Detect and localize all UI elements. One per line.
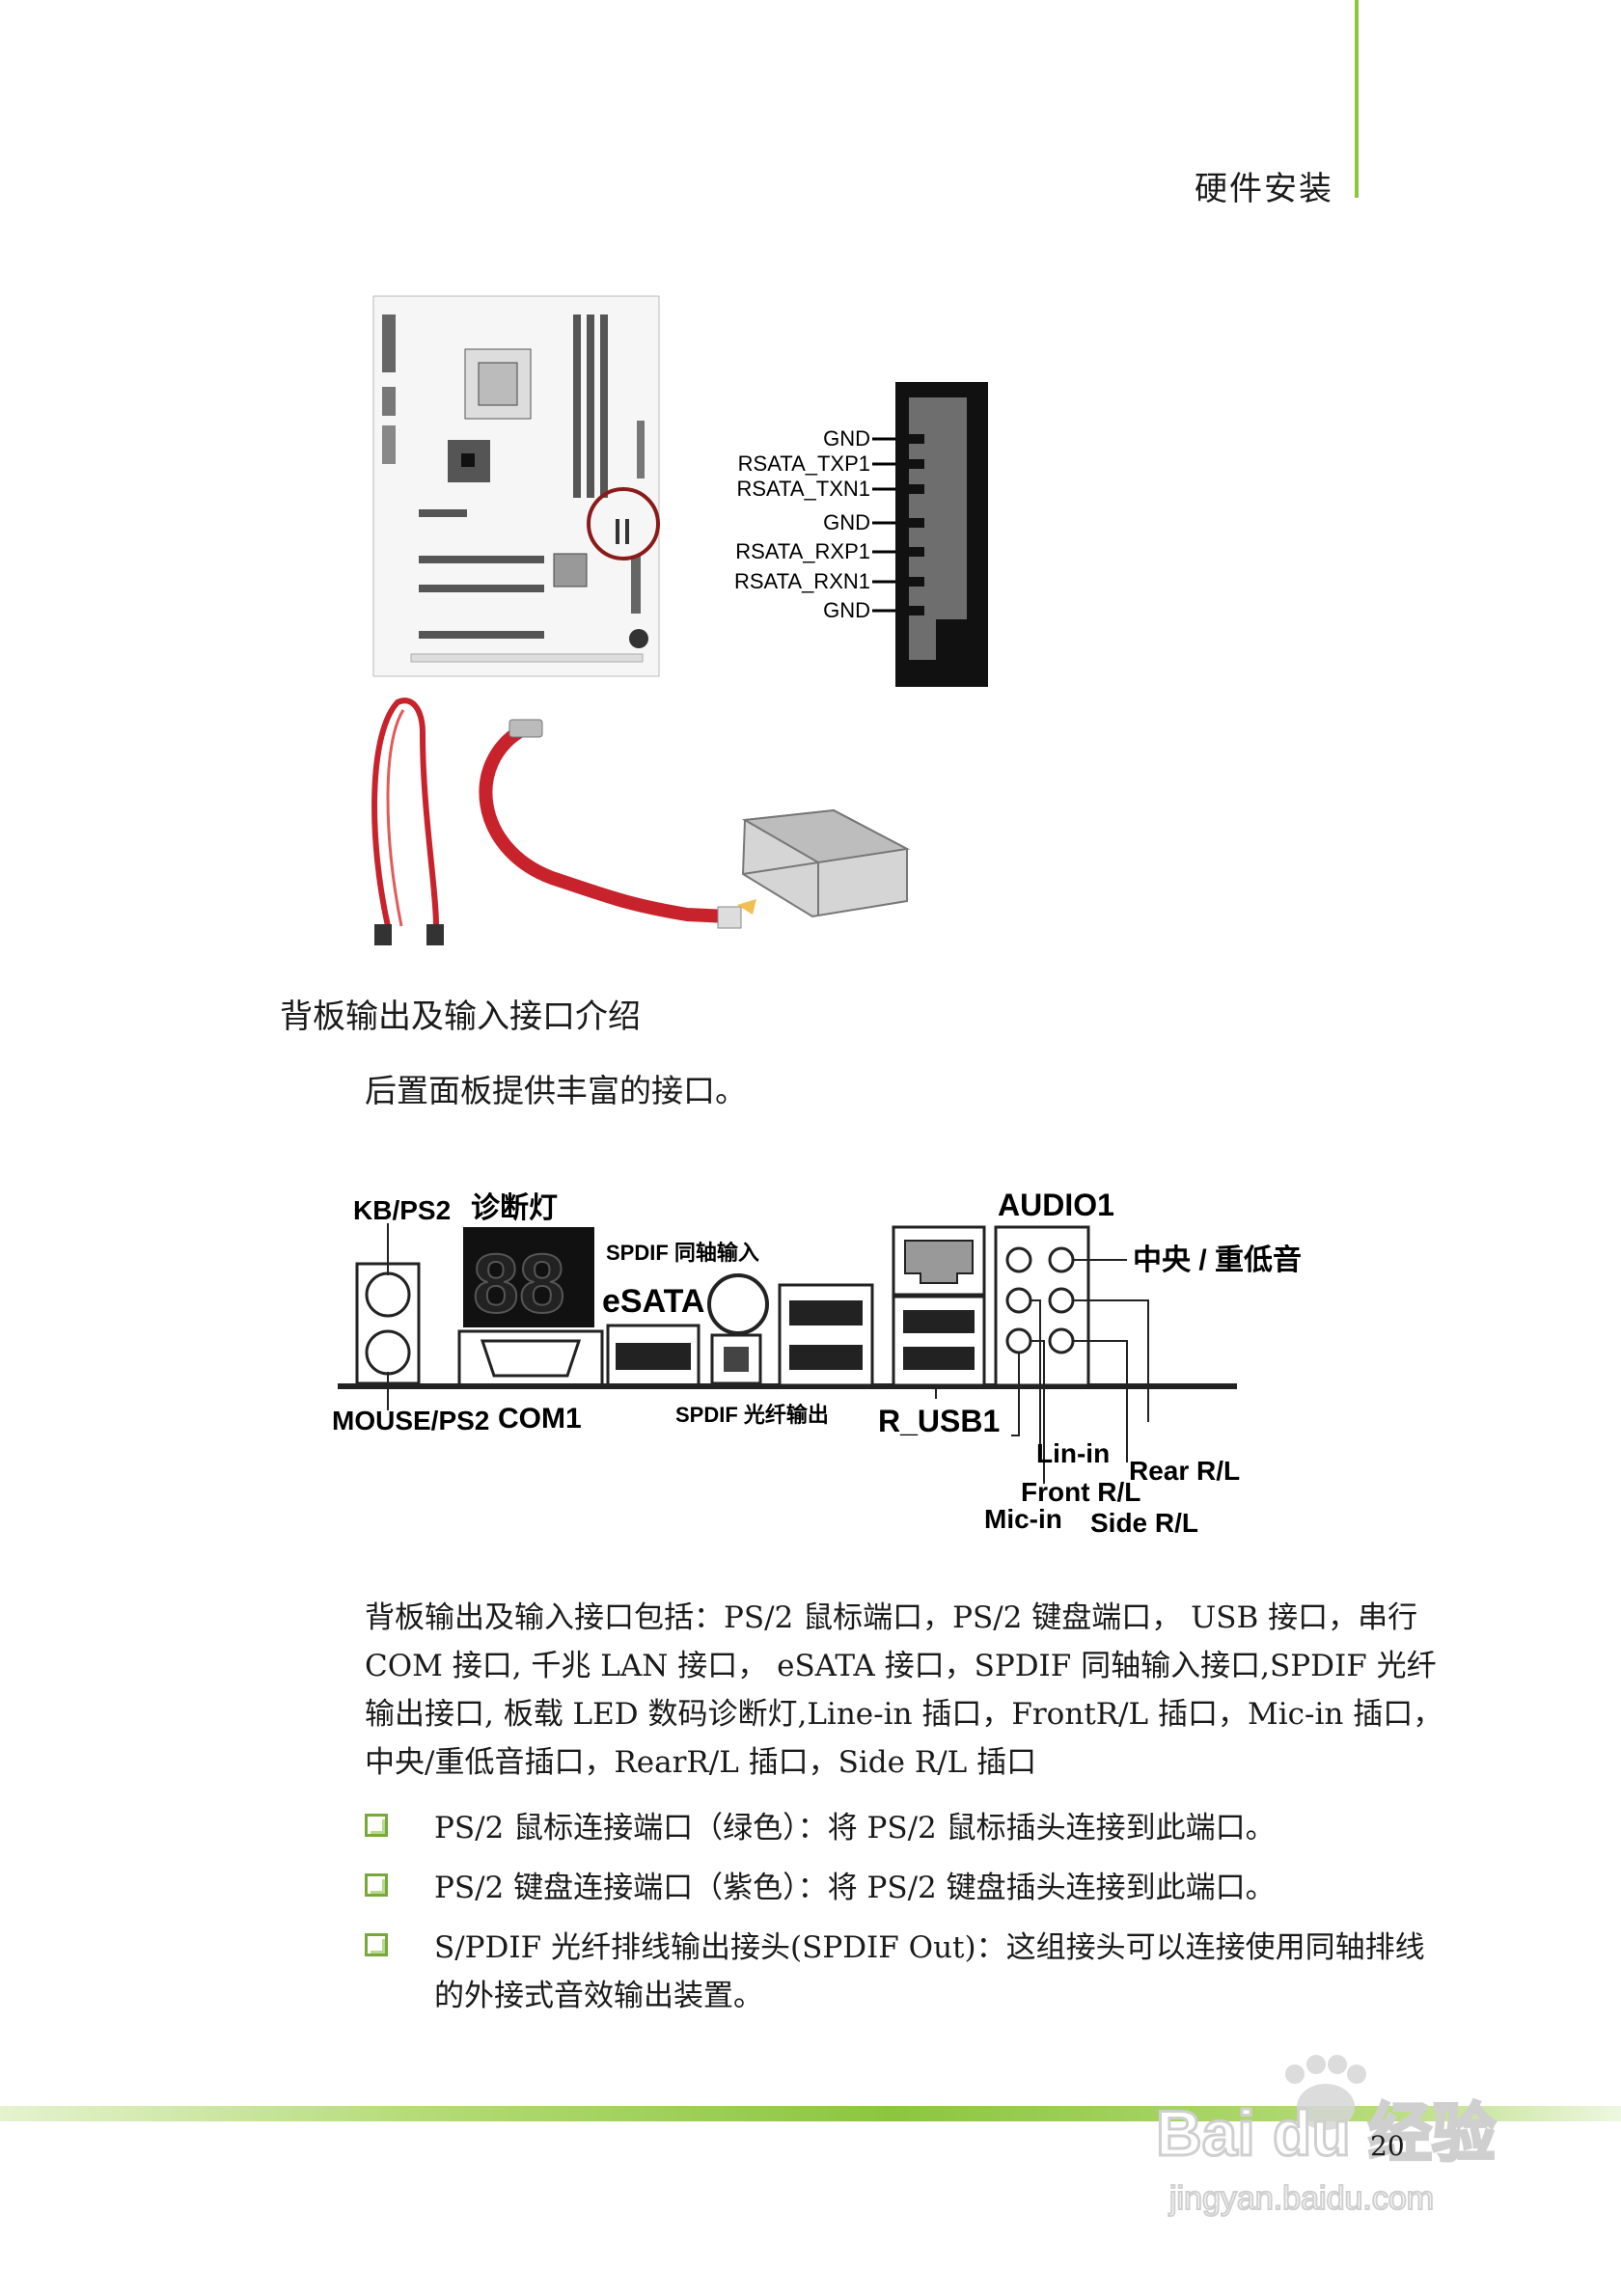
feature-bullet-list: PS/2 鼠标连接端口（绿色）：将 PS/2 鼠标插头连接到此端口。 PS/2 … <box>365 1804 1445 2032</box>
usb-port-stack <box>778 1283 874 1387</box>
section-heading: 背板输出及输入接口介绍 <box>280 998 641 1036</box>
sata-pin-label: RSATA_RXN1 <box>734 569 870 593</box>
line-in-label: Lin-in <box>1036 1438 1110 1468</box>
diag-led-display <box>463 1227 594 1327</box>
mic-in-label: Mic-in <box>984 1504 1062 1534</box>
baidu-jingyan-watermark: Bai du 经验 jingyan.baidu.com <box>1155 2055 1497 2218</box>
page-number: 20 <box>1370 2130 1405 2162</box>
audio-jack <box>1048 1327 1075 1354</box>
sata-cable-photo <box>371 697 911 945</box>
watermark-url: jingyan.baidu.com <box>1168 2180 1434 2217</box>
header-accent-line <box>1355 0 1359 198</box>
com1-port <box>457 1329 604 1387</box>
mouse-ps2-port <box>365 1329 411 1376</box>
com1-label: COM1 <box>498 1403 582 1435</box>
sata-pin-label: GND <box>823 426 870 451</box>
spdif-optical-label: SPDIF 光纤输出 <box>675 1403 829 1427</box>
front-rl-label: Front R/L <box>1021 1477 1140 1507</box>
sata-highlight-circle <box>587 487 660 560</box>
sata-pin-label: GND <box>823 510 870 534</box>
esata-label: eSATA <box>602 1283 704 1320</box>
sata-pinout-diagram: GND RSATA_TXP1 RSATA_TXN1 GND RSATA_RXP1… <box>734 382 988 687</box>
audio1-label: AUDIO1 <box>998 1188 1114 1222</box>
diag-led-label: 诊断灯 <box>471 1192 558 1224</box>
watermark-brand: Bai du 经验 <box>1156 2097 1496 2169</box>
motherboard-image <box>372 295 660 677</box>
audio-jack <box>1048 1246 1075 1273</box>
keyboard-ps2-port <box>365 1271 411 1318</box>
rear-io-panel-diagram: KB/PS2 MOUSE/PS2 诊断灯 88 COM1 SPDIF 同轴输入 … <box>332 1188 1302 1536</box>
side-rl-label: Side R/L <box>1090 1508 1198 1536</box>
sata-pin-label: RSATA_TXP1 <box>738 451 870 476</box>
list-item: PS/2 键盘连接端口（紫色）：将 PS/2 键盘插头连接到此端口。 <box>365 1864 1445 1912</box>
mouse-ps2-label: MOUSE/PS2 <box>332 1406 489 1435</box>
diag-led-digits: 88 <box>473 1238 565 1330</box>
esata-port-frame <box>606 1324 701 1387</box>
audio-jack <box>1048 1287 1075 1314</box>
sata-pin-label: RSATA_TXN1 <box>736 477 870 501</box>
kb-ps2-label: KB/PS2 <box>353 1195 451 1225</box>
page-header-title: 硬件安装 <box>1195 170 1333 208</box>
r-usb1-label: R_USB1 <box>878 1404 1000 1438</box>
list-item: S/PDIF 光纤排线输出接头(SPDIF Out)：这组接头可以连接使用同轴排… <box>365 1924 1445 2020</box>
footer-gradient-bar <box>0 2106 1621 2121</box>
audio-jack <box>1005 1246 1032 1273</box>
audio-jack <box>1005 1327 1032 1354</box>
list-item: PS/2 鼠标连接端口（绿色）：将 PS/2 鼠标插头连接到此端口。 <box>365 1804 1445 1852</box>
io-description-paragraph: 背板输出及输入接口包括：PS/2 鼠标端口，PS/2 键盘端口， USB 接口，… <box>365 1600 1443 1780</box>
audio-jack <box>1005 1287 1032 1314</box>
checkbox-bullet-icon <box>365 1873 388 1897</box>
spdif-coax-port <box>707 1273 769 1335</box>
sata-pin-label: RSATA_RXP1 <box>735 539 870 563</box>
checkbox-bullet-icon <box>365 1814 388 1837</box>
sata-pin-label: GND <box>823 598 870 622</box>
rear-rl-label: Rear R/L <box>1129 1456 1240 1486</box>
spdif-coax-label: SPDIF 同轴输入 <box>606 1241 759 1265</box>
checkbox-bullet-icon <box>365 1933 388 1956</box>
intro-paragraph: 后置面板提供丰富的接口。 <box>365 1072 747 1109</box>
center-bass-label: 中央 / 重低音 <box>1133 1244 1302 1276</box>
bullet-text: PS/2 鼠标连接端口（绿色）：将 PS/2 鼠标插头连接到此端口。 <box>434 1811 1276 1845</box>
bullet-text: PS/2 键盘连接端口（紫色）：将 PS/2 键盘插头连接到此端口。 <box>434 1871 1276 1905</box>
bullet-text: S/PDIF 光纤排线输出接头(SPDIF Out)：这组接头可以连接使用同轴排… <box>434 1930 1425 2013</box>
r-usb1-port <box>892 1295 986 1387</box>
